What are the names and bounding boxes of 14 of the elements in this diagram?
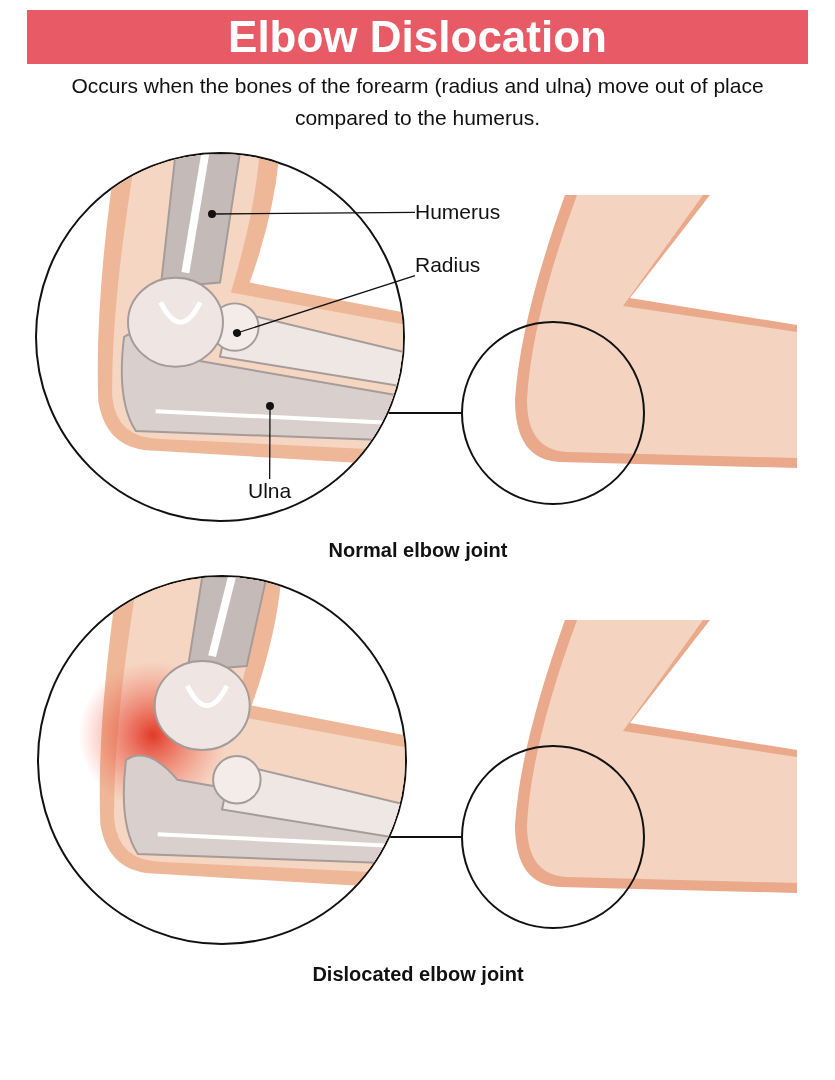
connector-line (387, 412, 462, 414)
leader-line (208, 210, 416, 218)
magnifier-circle (461, 745, 645, 929)
magnifier-circle (461, 321, 645, 505)
panel-caption: Dislocated elbow joint (312, 963, 524, 985)
subtitle-text: Occurs when the bones of the forearm (radius and ulna) move out of place compared to the humerus. (71, 74, 764, 129)
panel-caption: Normal elbow joint (328, 539, 508, 561)
leader-line (233, 274, 416, 337)
leader-line (266, 402, 274, 480)
part-label: Humerus (415, 200, 501, 224)
part-label: Ulna (248, 479, 292, 503)
part-label: Radius (415, 253, 481, 277)
connector-line (389, 836, 462, 838)
title-banner: Elbow Dislocation (27, 10, 808, 64)
